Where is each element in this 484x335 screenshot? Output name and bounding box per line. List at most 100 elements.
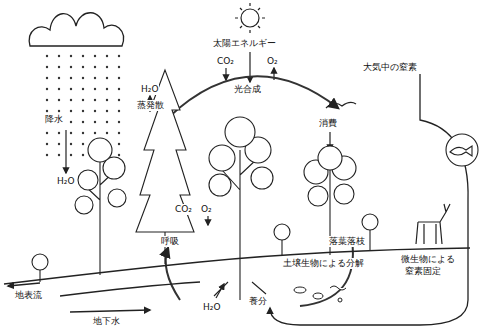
trees [39,270,40,282]
rain-dot [118,143,120,145]
rain-dot [82,154,84,156]
rain-dot [118,77,120,79]
rain-dot [82,66,84,68]
rain-dot [70,121,72,123]
rain-dot [46,132,48,134]
trees [209,145,235,171]
rain-dot [118,99,120,101]
trees [274,224,290,240]
trees [369,230,370,250]
rain-dot [94,121,96,123]
rain-dot [106,132,108,134]
rain-dot [58,143,60,145]
bird [326,102,356,108]
rain-dot [118,154,120,156]
rain-dot [46,88,48,90]
cycle-label: 落葉落枝 [328,236,366,247]
cycle-arc [166,248,180,300]
rain-dot [106,77,108,79]
rain-dot [58,154,60,156]
bowl-fish [450,146,472,156]
ground [8,283,40,286]
trees [88,138,112,162]
flux-arrows [207,216,208,225]
rain-dot [46,77,48,79]
cycle-label: 消費 [318,118,338,129]
ground [60,282,200,296]
cycle-label: H₂O [140,84,159,95]
rain-dot [46,55,48,57]
rain-dot [46,99,48,101]
rain-dot [82,110,84,112]
sun [241,9,259,27]
rain-dot [106,99,108,101]
rain-dot [82,132,84,134]
trees [108,189,126,207]
cycle-label: CO₂ [216,56,235,67]
cycle-label: 窒素固定 [404,266,442,277]
rain-dot [46,110,48,112]
rain-dot [70,110,72,112]
rain-dot [70,99,72,101]
rain-dot [82,99,84,101]
rain-dot [58,88,60,90]
cycle-label: 蒸発散 [136,100,165,111]
rain-dot [94,132,96,134]
soil-organisms [313,293,323,299]
bird [326,102,356,108]
flux-arrows [225,68,226,80]
trees [334,184,354,204]
cycle-arc [168,76,338,118]
bowl-fish [446,134,478,166]
deer [416,204,450,244]
trees [32,254,48,270]
rain-dot [46,154,48,156]
cycle-label: H₂O [56,176,75,187]
rain-dot [70,88,72,90]
ground [4,248,470,312]
cycle-label: H₂O [202,302,221,313]
trees [32,70,378,300]
rain-dot [94,110,96,112]
cycle-label: 呼吸 [160,236,180,247]
nitrogen-line [270,74,468,325]
soil-organisms [330,286,346,290]
rain-dot [58,55,60,57]
rain-dot [94,88,96,90]
rain-dots [46,55,120,156]
cycle-label: 大気中の窒素 [362,62,418,73]
rain-dot [118,110,120,112]
cloud [29,13,123,46]
rain-dot [58,77,60,79]
rain-dot [58,99,60,101]
trees [281,240,282,256]
rain-dot [46,143,48,145]
rain-arrow [65,130,66,173]
trees [75,196,93,214]
sun [235,3,265,33]
rain-dot [118,66,120,68]
flux-arrows [216,284,224,298]
cycle-label: 光合成 [233,84,262,95]
nitrogen-line [270,74,468,325]
cycle-label: 微生物による [400,254,456,265]
sun [235,3,265,33]
rain-dot [94,55,96,57]
rain-dot [70,154,72,156]
trees [225,117,255,147]
cycle-arc [166,76,353,306]
rain-dot [94,66,96,68]
rain-dot [106,55,108,57]
rain-dot [82,121,84,123]
rain-dot [106,121,108,123]
rain-dot [82,88,84,90]
rain-dot [82,55,84,57]
rain-dot [70,132,72,134]
ground [4,248,470,284]
rain-dot [118,121,120,123]
cycle-arc [300,240,353,306]
rain-dot [106,88,108,90]
cycle-label: O₂ [266,56,279,67]
cycle-label: 土壌生物による分解 [282,258,365,269]
